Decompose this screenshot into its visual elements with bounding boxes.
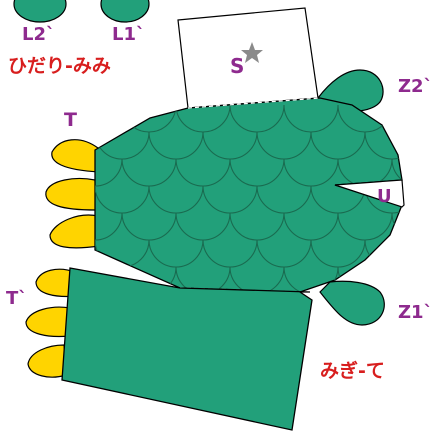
toe-upper-2 bbox=[45, 177, 97, 211]
scale-arc bbox=[391, 266, 402, 292]
scale-arc bbox=[391, 212, 402, 241]
fin-z1 bbox=[319, 280, 385, 326]
scale-arc bbox=[391, 158, 402, 187]
scale-arc bbox=[419, 240, 441, 267]
label-l1: L1` bbox=[112, 24, 145, 45]
label-s: S bbox=[230, 54, 244, 78]
left-ear-lobe-l1 bbox=[100, 0, 150, 23]
star-icon bbox=[241, 42, 263, 63]
scale-arc bbox=[95, 212, 123, 241]
left-ear-lobe-l2 bbox=[13, 0, 67, 23]
label-right-hand: みぎ-て bbox=[320, 359, 385, 382]
label-u: U bbox=[377, 186, 392, 207]
label-t-prime: T` bbox=[6, 288, 27, 309]
scale-arc bbox=[175, 266, 231, 292]
label-l2: L2` bbox=[22, 24, 55, 45]
toe-lower-3 bbox=[27, 344, 67, 378]
scale-arc bbox=[95, 158, 123, 187]
scale-arc bbox=[391, 104, 402, 133]
toe-lower-1 bbox=[35, 268, 79, 298]
toe-upper-3 bbox=[49, 214, 101, 249]
label-z2: Z2` bbox=[398, 76, 433, 97]
mouth-notch-u bbox=[334, 179, 405, 208]
scale-arc bbox=[419, 132, 441, 159]
toe-upper-1 bbox=[51, 139, 101, 173]
fold-line-top bbox=[187, 97, 321, 109]
body-panel bbox=[94, 97, 403, 293]
right-hand-panel bbox=[61, 267, 313, 431]
label-z1: Z1` bbox=[398, 302, 433, 323]
label-left-ear: ひだり-みみ bbox=[8, 55, 111, 77]
label-t: T bbox=[64, 109, 77, 131]
scale-arc bbox=[229, 266, 285, 292]
scale-arc bbox=[419, 186, 441, 213]
scale-arc bbox=[283, 266, 339, 292]
scale-arc bbox=[392, 321, 441, 348]
lower-toes bbox=[25, 268, 79, 378]
toe-lower-2 bbox=[25, 306, 71, 338]
upper-toes bbox=[45, 139, 101, 249]
